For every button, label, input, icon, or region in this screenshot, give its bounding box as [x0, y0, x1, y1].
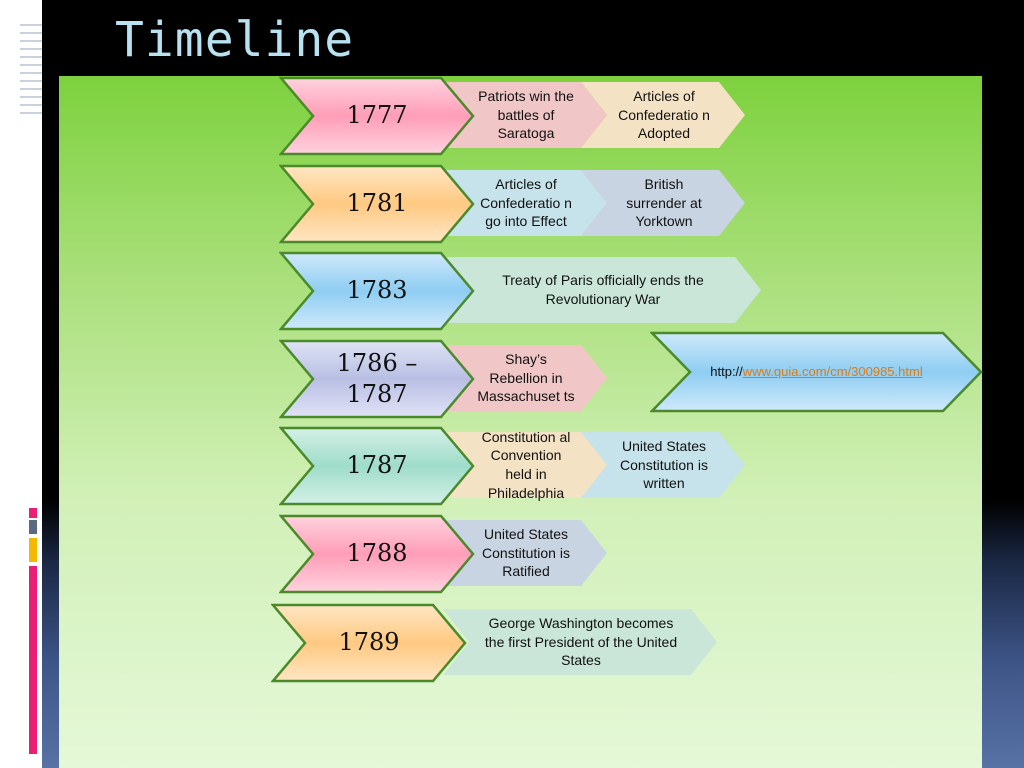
- year-chevron: 1783: [279, 251, 475, 331]
- accent-bar-pink-top: [29, 508, 37, 518]
- timeline-event: George Washington becomes the first Pres…: [443, 609, 717, 675]
- link-text: http://www.quia.com/cm/300985.html: [710, 363, 922, 380]
- year-chevron: 1787: [279, 426, 475, 506]
- timeline-event: United States Constitution is written: [581, 432, 745, 498]
- timeline-panel: Patriots win the battles of Saratoga Art…: [59, 76, 983, 768]
- timeline-event: Articles of Confederatio n Adopted: [581, 82, 745, 148]
- year-label: 1781: [346, 189, 408, 218]
- event-text: Shay’s Rebellion in Massachuset ts: [477, 351, 575, 405]
- event-text: Articles of Confederatio n Adopted: [618, 88, 710, 142]
- year-label: 1788: [346, 539, 408, 568]
- year-chevron: 1789: [271, 603, 467, 683]
- slide-title: Timeline: [115, 12, 355, 68]
- link-prefix: http://: [710, 364, 743, 380]
- year-label: 1777: [346, 101, 408, 130]
- window-decoration: [20, 18, 42, 118]
- year-label: 1783: [346, 276, 408, 305]
- timeline-event: United States Constitution is Ratified: [443, 520, 607, 586]
- event-text: United States Constitution is Ratified: [482, 526, 570, 580]
- event-text: George Washington becomes the first Pres…: [484, 615, 678, 669]
- event-text: Patriots win the battles of Saratoga: [478, 88, 574, 142]
- year-chevron: 1786 – 1787: [279, 339, 475, 419]
- timeline-event: Treaty of Paris officially ends the Revo…: [443, 257, 761, 323]
- timeline-event: Patriots win the battles of Saratoga: [443, 82, 607, 148]
- year-label: 1789: [338, 628, 400, 657]
- timeline-event: Constitution al Convention held in Phila…: [443, 429, 607, 501]
- event-text: Treaty of Paris officially ends the Revo…: [502, 272, 704, 307]
- event-text: United States Constitution is written: [620, 438, 708, 492]
- accent-bar-slate: [29, 520, 37, 534]
- year-chevron: 1781: [279, 164, 475, 244]
- accent-bar-pink-long: [29, 566, 37, 754]
- event-text: Constitution al Convention held in Phila…: [481, 428, 571, 501]
- timeline-event: Articles of Confederatio n go into Effec…: [443, 170, 607, 236]
- timeline-event: British surrender at Yorktown: [581, 170, 745, 236]
- year-label: 1786 – 1787: [336, 348, 418, 408]
- accent-bar-yellow: [29, 538, 37, 562]
- year-chevron: 1777: [279, 76, 475, 156]
- quia-link[interactable]: www.quia.com/cm/300985.html: [742, 364, 923, 380]
- timeline-event: Shay’s Rebellion in Massachuset ts: [443, 345, 607, 411]
- event-text: Articles of Confederatio n go into Effec…: [480, 176, 572, 230]
- year-label: 1787: [346, 451, 408, 480]
- year-chevron: 1788: [279, 514, 475, 594]
- event-text: British surrender at Yorktown: [626, 176, 702, 230]
- link-chevron: http://www.quia.com/cm/300985.html: [650, 331, 983, 413]
